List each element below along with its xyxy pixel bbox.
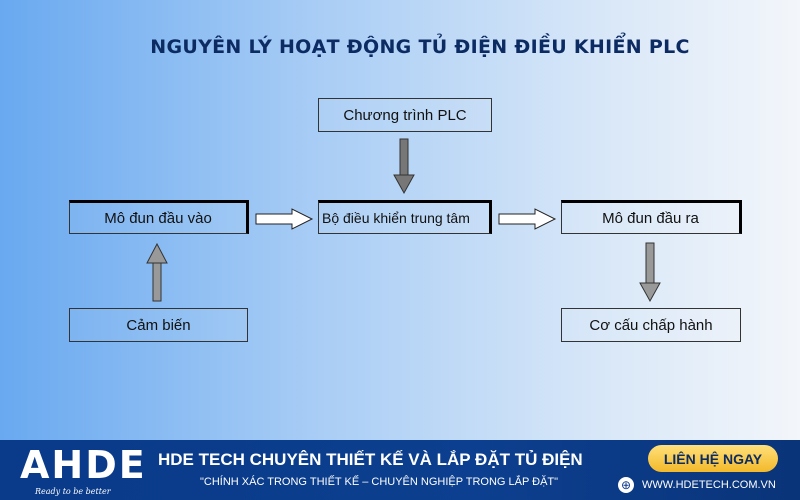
page-title: NGUYÊN LÝ HOẠT ĐỘNG TỦ ĐIỆN ĐIỀU KHIỂN P…: [150, 36, 690, 58]
arrow-input-to-cpu: [255, 208, 314, 230]
banner-slogan: "CHÍNH XÁC TRONG THIẾT KẾ – CHUYÊN NGHIỆ…: [200, 476, 559, 488]
footer-banner: AHDE Ready to be better HDE TECH CHUYÊN …: [0, 440, 800, 500]
arrow-sensor-to-input: [146, 242, 168, 302]
flow-arrows: [146, 138, 661, 303]
globe-icon: ⊕: [618, 477, 634, 493]
node-plc-program: Chương trình PLC: [318, 98, 492, 132]
arrow-program-to-cpu: [393, 138, 415, 195]
node-output-module: Mô đun đầu ra: [561, 200, 742, 234]
node-sensor: Cảm biến: [69, 308, 248, 342]
arrow-cpu-to-output: [498, 208, 557, 230]
node-actuator: Cơ cấu chấp hành: [561, 308, 741, 342]
contact-now-button[interactable]: LIÊN HỆ NGAY: [648, 445, 778, 472]
node-input-module: Mô đun đầu vào: [69, 200, 249, 234]
banner-headline: HDE TECH CHUYÊN THIẾT KẾ VÀ LẮP ĐẶT TỦ Đ…: [158, 450, 583, 469]
website-link[interactable]: WWW.HDETECH.COM.VN: [642, 479, 776, 491]
hde-logo: AHDE: [20, 443, 147, 487]
arrow-output-to-actuator: [639, 242, 661, 303]
node-central-controller: Bộ điều khiển trung tâm: [318, 200, 492, 234]
logo-tagline: Ready to be better: [35, 487, 111, 496]
